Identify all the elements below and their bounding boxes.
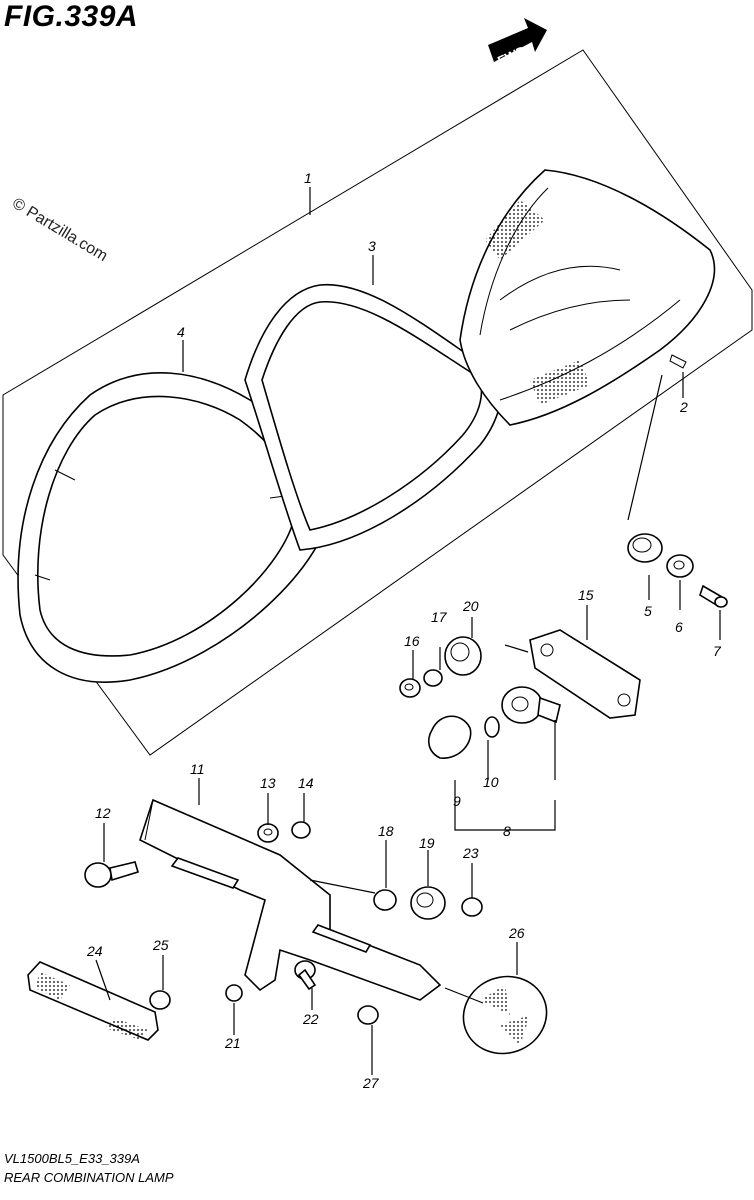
part-washer-6 — [666, 554, 694, 578]
callout-18: 18 — [378, 823, 394, 839]
part-gasket — [244, 283, 502, 551]
part-bolt-22 — [294, 960, 317, 991]
callout-6: 6 — [675, 619, 683, 635]
callout-21: 21 — [224, 1035, 241, 1051]
part-socket-8 — [501, 686, 561, 724]
figure-title: FIG.339A — [4, 0, 139, 33]
callout-3: 3 — [368, 238, 376, 254]
callout-23: 23 — [462, 845, 479, 861]
part-collar-17 — [423, 669, 443, 687]
part-grommet-19 — [410, 886, 446, 920]
part-grommet-20 — [444, 636, 482, 676]
part-screw-7 — [699, 584, 728, 608]
callout-14: 14 — [298, 775, 314, 791]
callout-17: 17 — [431, 609, 448, 625]
fwd-arrow-icon: FWD — [488, 18, 547, 68]
callout-15: 15 — [578, 587, 594, 603]
part-license-bracket-11 — [139, 798, 442, 1001]
part-grommet-5 — [627, 533, 663, 563]
callout-1: 1 — [304, 170, 312, 186]
part-side-reflector-24 — [27, 961, 159, 1041]
callout-16: 16 — [404, 633, 420, 649]
callout-10: 10 — [483, 774, 499, 790]
callout-19: 19 — [419, 835, 435, 851]
part-collar-18 — [373, 889, 397, 911]
part-nut-27 — [357, 1005, 379, 1025]
callout-13: 13 — [260, 775, 276, 791]
part-bulb-10 — [484, 716, 500, 738]
leader-lines — [95, 187, 721, 1075]
part-nut-21 — [225, 984, 243, 1002]
part-rim-cover — [17, 372, 331, 683]
callout-24: 24 — [86, 943, 103, 959]
callout-20: 20 — [462, 598, 479, 614]
part-nut-14 — [291, 821, 311, 839]
part-screw-2 — [669, 354, 687, 369]
part-washer-13 — [257, 823, 279, 843]
assembly-frame — [2, 49, 753, 756]
part-nut-23 — [461, 897, 483, 917]
part-lens-housing — [459, 169, 716, 426]
part-rear-reflector-26 — [462, 975, 548, 1055]
figure-code: VL1500BL5_E33_339A — [4, 1151, 140, 1166]
part-nut-25 — [149, 990, 171, 1010]
callout-27: 27 — [362, 1075, 380, 1091]
figure-name: REAR COMBINATION LAMP — [4, 1170, 174, 1185]
callout-22: 22 — [302, 1011, 319, 1027]
part-bolt-12 — [84, 861, 139, 888]
callout-labels: 1 2 3 4 5 6 7 8 9 10 11 12 13 14 15 16 1… — [86, 170, 722, 1091]
callout-8: 8 — [503, 823, 511, 839]
callout-12: 12 — [95, 805, 111, 821]
callout-7: 7 — [713, 643, 722, 659]
part-nut-16 — [399, 678, 421, 698]
part-bracket-15 — [529, 629, 641, 719]
callout-26: 26 — [508, 925, 525, 941]
callout-11: 11 — [190, 761, 205, 777]
callout-2: 2 — [679, 399, 688, 415]
callout-4: 4 — [177, 324, 185, 340]
callout-5: 5 — [644, 603, 652, 619]
callout-9: 9 — [453, 793, 461, 809]
callout-25: 25 — [152, 937, 169, 953]
part-bulb-cover-9 — [427, 715, 472, 759]
